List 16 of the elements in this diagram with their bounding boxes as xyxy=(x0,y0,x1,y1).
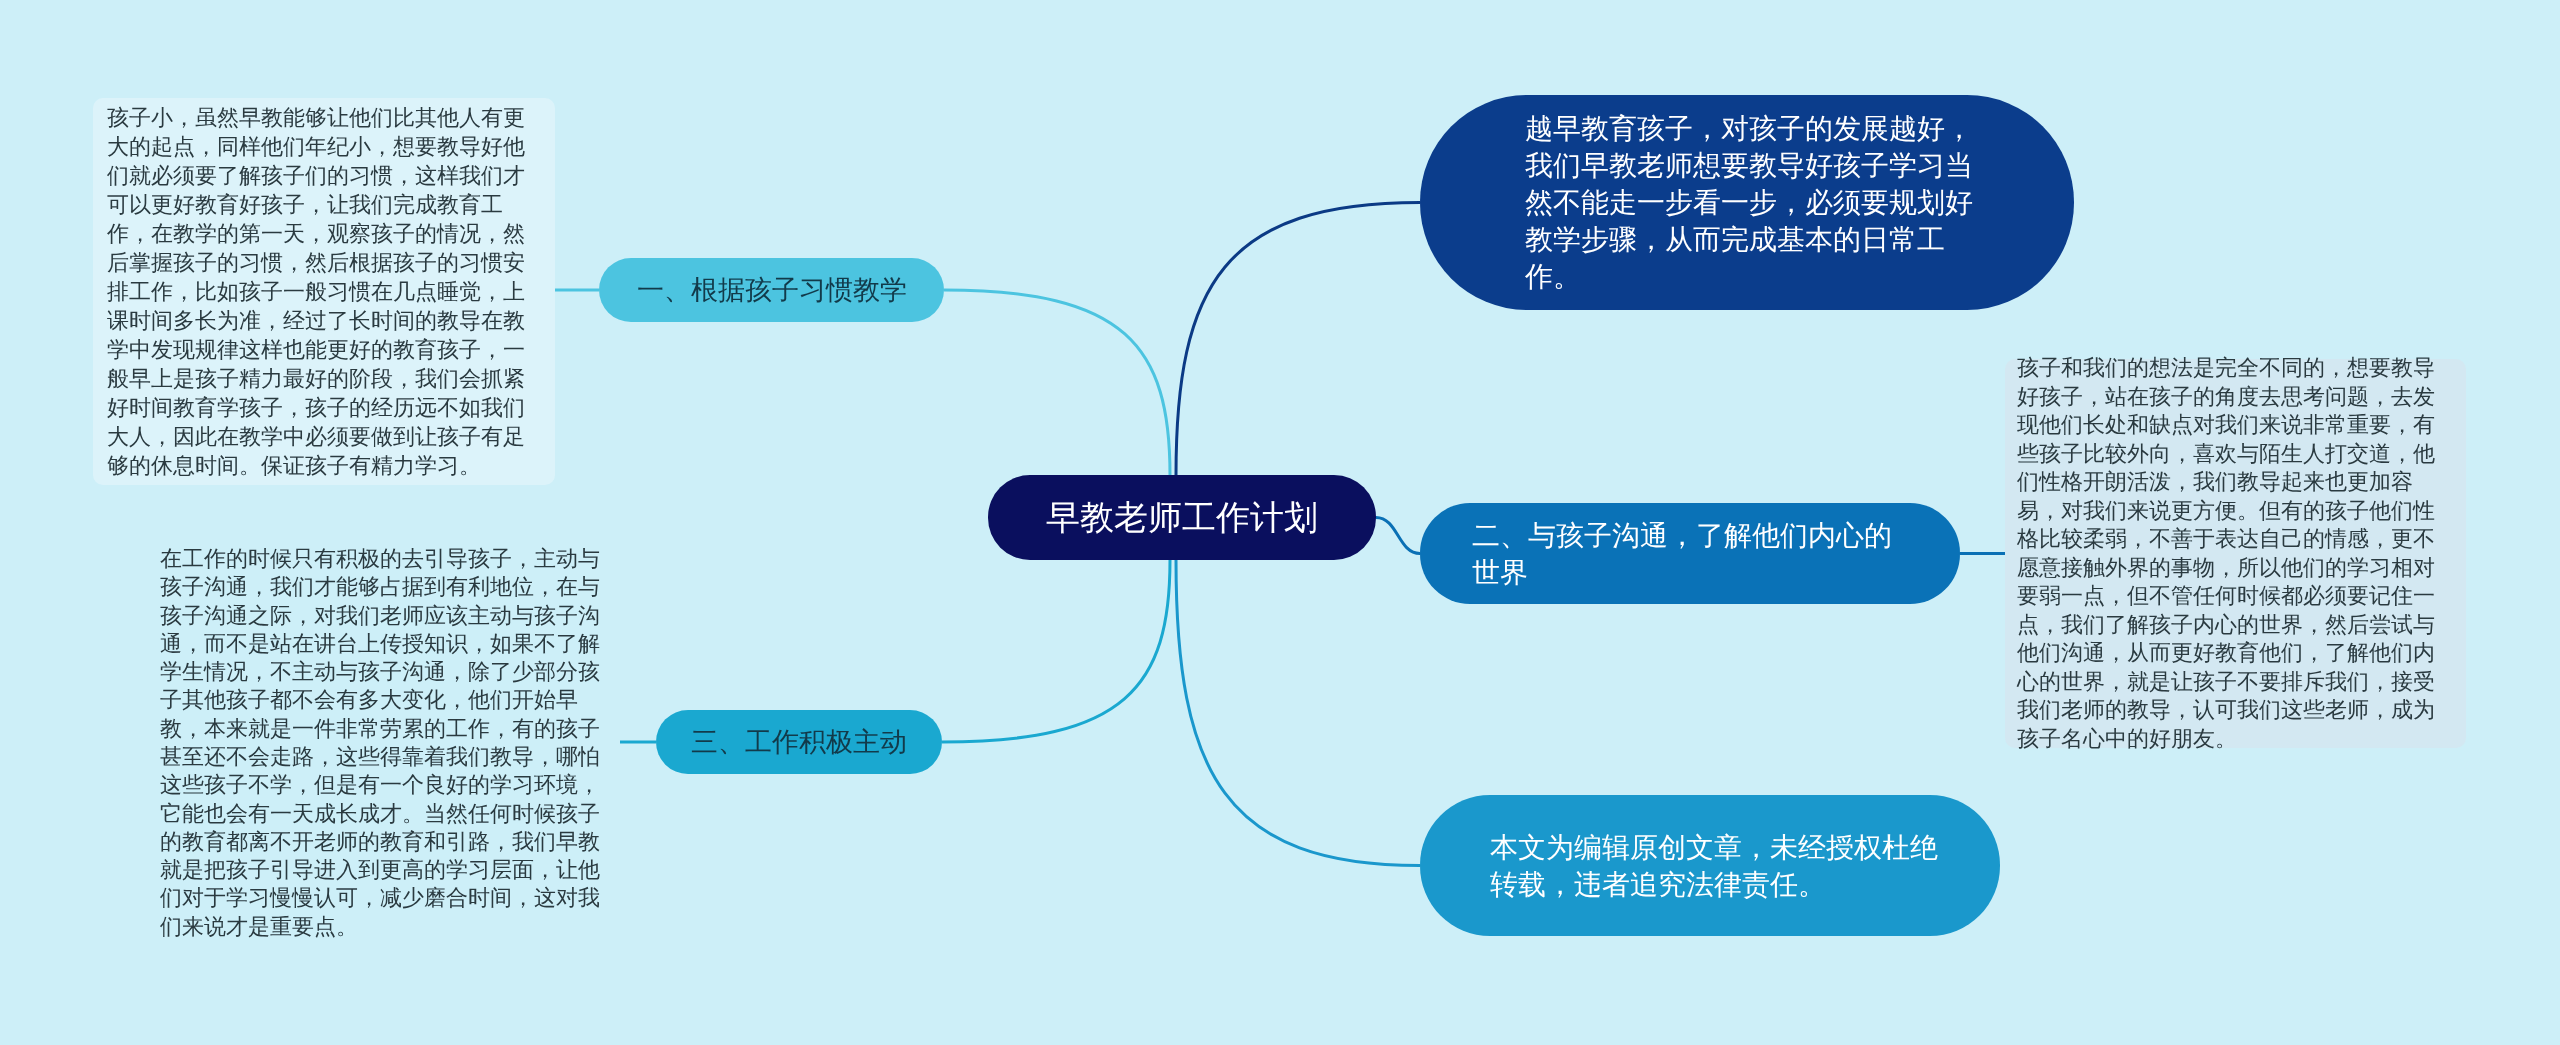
connector-line xyxy=(555,288,599,292)
connector-line xyxy=(1375,516,1421,555)
topic-box: 本文为编辑原创文章，未经授权杜绝转载，违者追究法律责任。 xyxy=(1420,795,2000,936)
topic-box: 一、根据孩子习惯教学 xyxy=(599,258,944,322)
connector-line xyxy=(1960,552,2005,555)
connector-line xyxy=(1174,559,1421,867)
connector-line xyxy=(941,559,1172,744)
topic-box: 二、与孩子沟通，了解他们内心的世界 xyxy=(1420,503,1960,604)
connector-line xyxy=(1174,201,1421,476)
topic-box: 越早教育孩子，对孩子的发展越好，我们早教老师想要教导好孩子学习当然不能走一步看一步，必须要规划好教学步骤，从而完成基本的日常工作。 xyxy=(1420,95,2074,310)
note-text: 在工作的时候只有积极的去引导孩子，主动与孩子沟通，我们才能够占据到有利地位，在与孩子沟通之际，对我们老师应该主动与孩子沟通，而不是站在讲台上传授知识，如果不了解学生情况，不主动与孩子沟通，除了少部分孩子其他孩子都不会有多大变化，他们开始早教，本来就是一件非常劳累的工作，有的孩子甚至还不会走路，这些得靠着我们教导，哪怕这些孩子不学，但是有一个良好的学习环境，它能也会有一天成长成才。当然任何时候孩子的教育都离不开老师的教育和引路，我们早教就是把孩子引导进入到更高的学习层面，让他们对于学习慢慢认可，减少磨合时间，这对我们来说才是重要点。 xyxy=(150,539,620,947)
connector-line xyxy=(620,740,656,744)
topic-box: 三、工作积极主动 xyxy=(656,710,942,774)
connector-line xyxy=(943,288,1172,476)
central-topic-box: 早教老师工作计划 xyxy=(988,475,1376,560)
note-text: 孩子小，虽然早教能够让他们比其他人有更大的起点，同样他们年纪小，想要教导好他们就必须要了解孩子们的习惯，这样我们才可以更好教育好孩子，让我们完成教育工作，在教学的第一天，观察孩子的情况，然后掌握孩子的习惯，然后根据孩子的习惯安排工作，比如孩子一般习惯在几点睡觉，上课时间多长为准，经过了长时间的教导在教学中发现规律这样也能更好的教育孩子，一般早上是孩子精力最好的阶段，我们会抓紧好时间教育学孩子，孩子的经历远不如我们大人，因此在教学中必须要做到让孩子有足够的休息时间。保证孩子有精力学习。 xyxy=(93,98,555,485)
